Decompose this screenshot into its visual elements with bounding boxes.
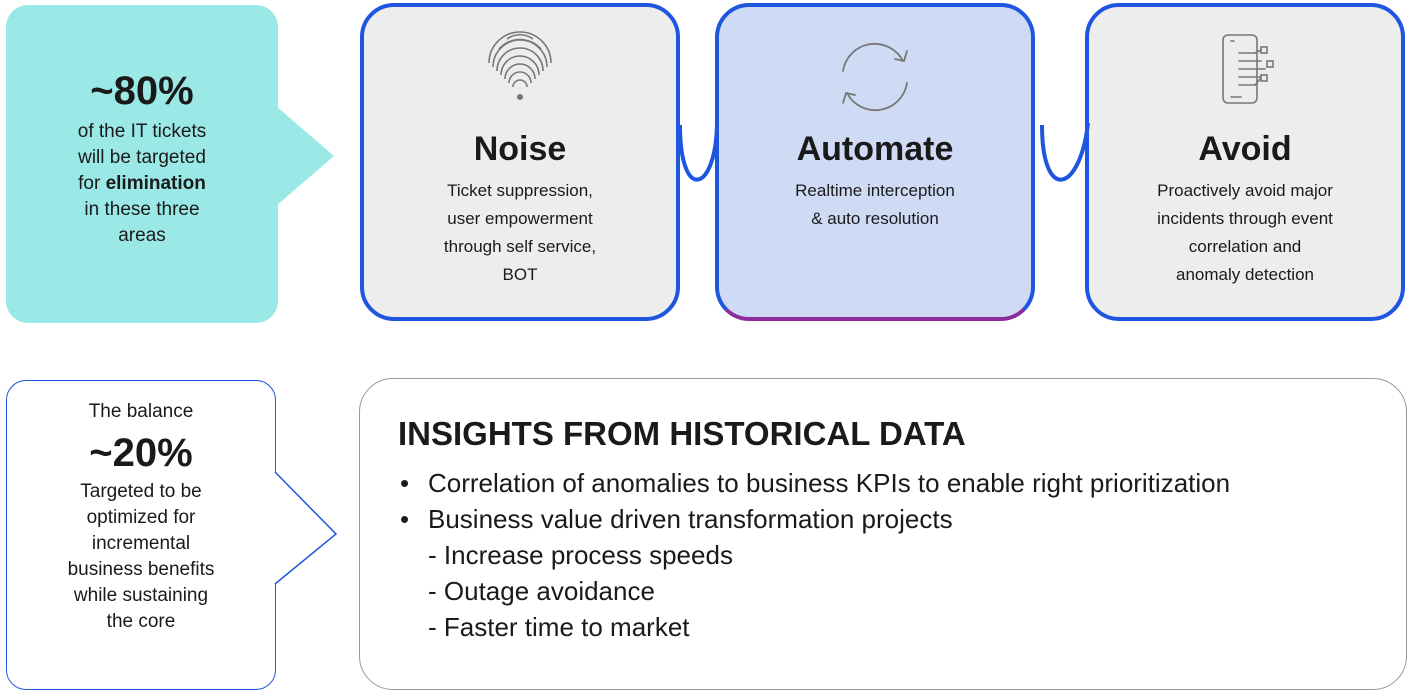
desc-line: user empowerment bbox=[447, 209, 593, 228]
card-title: Avoid bbox=[1198, 130, 1292, 168]
phone-circuit-icon bbox=[1209, 31, 1281, 112]
insights-list: Correlation of anomalies to business KPI… bbox=[400, 465, 1230, 645]
card-connector bbox=[678, 122, 1090, 182]
card-title: Noise bbox=[473, 130, 567, 168]
sub-list-item: Increase process speeds bbox=[400, 537, 1230, 573]
card-avoid: Avoid Proactively avoid major incidents … bbox=[1085, 3, 1405, 321]
refresh-icon bbox=[827, 37, 923, 122]
fingerprint-icon bbox=[485, 29, 555, 110]
percent-twenty: ~20% bbox=[89, 431, 193, 475]
callout-eighty-percent: ~80% of the IT tickets will be targeted … bbox=[6, 5, 278, 323]
callout-line: optimized for bbox=[86, 507, 196, 528]
callout-line: Targeted to be bbox=[80, 481, 202, 502]
callout-text: for bbox=[78, 173, 106, 194]
card-automate: Automate Realtime interception & auto re… bbox=[715, 3, 1035, 321]
callout-arrow bbox=[276, 106, 334, 206]
callout-line: the core bbox=[106, 611, 176, 632]
list-item: Correlation of anomalies to business KPI… bbox=[400, 465, 1230, 501]
callout-bottom-arrow bbox=[274, 471, 338, 585]
desc-line: & auto resolution bbox=[811, 209, 939, 228]
card-description: Realtime interception & auto resolution bbox=[739, 177, 1011, 233]
desc-line: incidents through event bbox=[1157, 209, 1333, 228]
list-item: Business value driven transformation pro… bbox=[400, 501, 1230, 537]
desc-line: anomaly detection bbox=[1176, 265, 1314, 284]
callout-line: in these three bbox=[84, 199, 200, 220]
card-description: Proactively avoid major incidents throug… bbox=[1109, 177, 1381, 289]
desc-line: BOT bbox=[502, 265, 538, 284]
percent-eighty: ~80% bbox=[90, 69, 194, 113]
sub-list-item: Faster time to market bbox=[400, 609, 1230, 645]
card-noise: Noise Ticket suppression, user empowerme… bbox=[360, 3, 680, 321]
card-title: Automate bbox=[796, 130, 954, 168]
sub-list-item: Outage avoidance bbox=[400, 573, 1230, 609]
desc-line: Ticket suppression, bbox=[447, 181, 593, 200]
callout-line: incremental bbox=[91, 533, 191, 554]
desc-line: through self service, bbox=[443, 237, 597, 256]
callout-intro: The balance bbox=[88, 401, 194, 422]
callout-line: for elimination bbox=[6, 171, 278, 197]
callout-line: areas bbox=[118, 225, 166, 246]
desc-line: Proactively avoid major bbox=[1157, 181, 1333, 200]
desc-line: correlation and bbox=[1188, 237, 1302, 256]
card-description: Ticket suppression, user empowerment thr… bbox=[384, 177, 656, 289]
elimination-emphasis: elimination bbox=[105, 173, 206, 194]
insights-panel: INSIGHTS FROM HISTORICAL DATA Correlatio… bbox=[359, 378, 1407, 690]
callout-twenty-percent: The balance ~20% Targeted to be optimize… bbox=[6, 380, 276, 690]
callout-line: while sustaining bbox=[73, 585, 209, 606]
insights-heading: INSIGHTS FROM HISTORICAL DATA bbox=[398, 415, 966, 452]
desc-line: Realtime interception bbox=[795, 181, 955, 200]
callout-line: will be targeted bbox=[78, 147, 206, 168]
callout-line: of the IT tickets bbox=[77, 121, 207, 142]
callout-line: business benefits bbox=[67, 559, 215, 580]
